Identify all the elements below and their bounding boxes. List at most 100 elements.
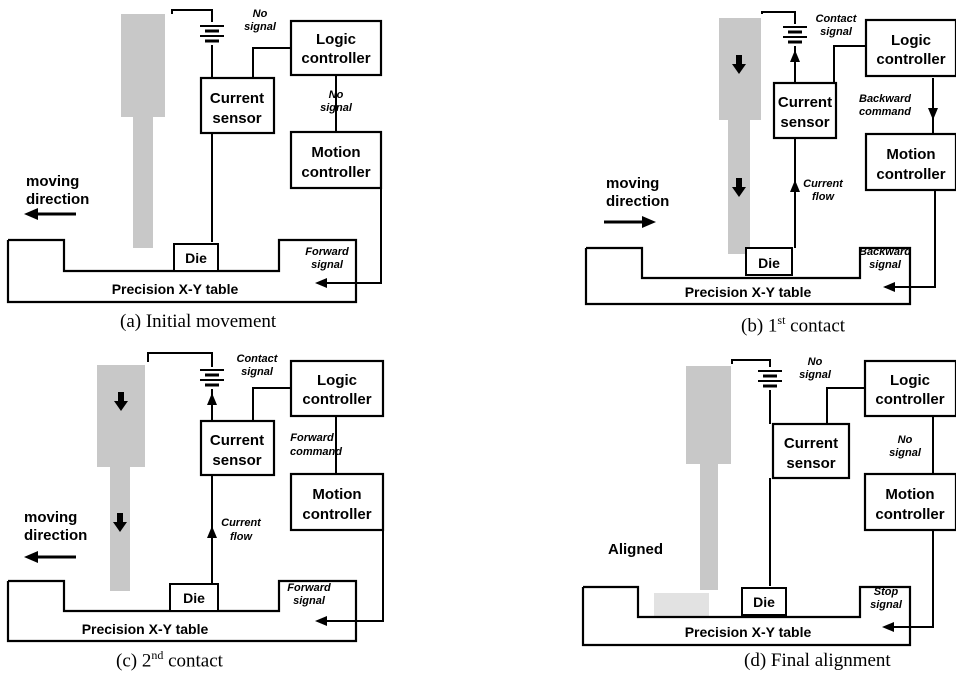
bottom-signal-line1: Forward	[287, 582, 331, 594]
sensor-label-line2: sensor	[212, 110, 261, 127]
bottom-signal-line2: signal	[311, 259, 344, 271]
motion-to-table	[327, 160, 382, 284]
sensor-to-logic	[252, 387, 291, 421]
probe-wire	[761, 11, 796, 24]
probe-head	[686, 366, 731, 464]
logic-controller-box	[864, 18, 956, 78]
logic-label-line1: Logic	[317, 372, 357, 389]
logic-label-line1: Logic	[890, 372, 930, 389]
mid-signal-line2: command	[859, 106, 911, 118]
motion-controller-box	[864, 132, 956, 192]
die-block	[173, 243, 219, 272]
caption: (c) 2nd contact	[116, 648, 223, 672]
mid-signal-line1: No	[898, 434, 913, 446]
xy-table-outline	[581, 585, 912, 647]
current-sensor-box	[199, 419, 276, 477]
panel-c: Current sensor Logic controller Motion c…	[0, 338, 478, 675]
die-label: Die	[758, 255, 780, 271]
top-signal-line2: signal	[820, 26, 853, 38]
probe-shaft	[133, 117, 153, 248]
die-block	[741, 587, 787, 616]
panel-d: Current sensor Logic controller Motion c…	[478, 338, 956, 675]
mid-signal-line2: signal	[889, 447, 922, 459]
sensor-label-line1: Current	[784, 435, 838, 452]
sensor-label-line1: Current	[210, 432, 264, 449]
table-label: Precision X-Y table	[685, 624, 812, 640]
caption-label: (d)	[744, 650, 767, 671]
top-signal-line1: Contact	[816, 13, 858, 25]
top-signal-line2: signal	[799, 369, 832, 381]
sensor-label-line2: sensor	[786, 455, 835, 472]
probe-head	[121, 14, 165, 117]
logic-label-line2: controller	[301, 50, 370, 67]
probe-arrow-lower	[113, 513, 127, 532]
logic-label-line1: Logic	[316, 31, 356, 48]
die-label: Die	[185, 250, 207, 266]
probe-wire	[171, 9, 213, 22]
current-arrowhead-battery	[790, 50, 800, 62]
logic-label-line2: controller	[875, 391, 944, 408]
moving-label-line2: direction	[24, 527, 87, 544]
panel-a: Current sensor Logic controller Motion c…	[0, 0, 478, 337]
moving-arrowhead	[642, 216, 656, 228]
current-arrowhead-sensor	[207, 526, 217, 538]
signal-arrowhead	[883, 282, 895, 292]
caption: (d) Final alignment	[744, 650, 891, 672]
motion-label-line2: controller	[301, 164, 370, 181]
caption-text: Final alignment	[770, 650, 891, 671]
current-arrowhead-battery	[207, 393, 217, 405]
caption-superscript: nd	[151, 648, 164, 662]
motion-label-line2: controller	[876, 166, 945, 183]
table-label: Precision X-Y table	[112, 281, 239, 297]
bottom-signal-line2: signal	[869, 259, 902, 271]
probe-arrow-lower	[732, 178, 746, 197]
caption-number: 2	[141, 650, 152, 672]
mid-signal-line2: signal	[320, 102, 353, 114]
die-label: Die	[183, 590, 205, 606]
current-sensor-box	[199, 76, 276, 135]
moving-label-line1: moving	[24, 509, 77, 526]
current-flow-line1: Current	[221, 517, 262, 529]
bottom-signal-line2: signal	[870, 599, 903, 611]
signal-arrowhead	[882, 622, 894, 632]
die-block	[169, 583, 219, 612]
panel-a-diagram: Current sensor Logic controller Motion c…	[6, 8, 383, 304]
bottom-signal-line1: Stop	[874, 586, 899, 598]
motion-controller-box	[863, 472, 956, 532]
caption-superscript: st	[777, 313, 786, 327]
signal-arrowhead	[315, 278, 327, 288]
die-block	[745, 247, 793, 276]
sensor-label-line2: sensor	[212, 452, 261, 469]
top-signal-line1: No	[253, 8, 268, 20]
panel-b: Current sensor Logic controller Motion c…	[478, 0, 956, 337]
current-flow-line2: flow	[230, 531, 253, 543]
panel-b-diagram: Current sensor Logic controller Motion c…	[584, 11, 956, 306]
mid-signal-line1: No	[329, 89, 344, 101]
caption-text: contact	[790, 315, 846, 337]
current-sensor-box	[771, 422, 851, 480]
sensor-to-logic	[826, 387, 865, 424]
motion-label-line1: Motion	[885, 486, 934, 503]
moving-label-line2: direction	[606, 193, 669, 210]
mid-signal-line1: Forward	[290, 432, 334, 444]
sensor-to-logic	[252, 47, 291, 78]
sensor-to-logic	[833, 45, 866, 83]
xy-table-outline	[6, 238, 358, 304]
top-signal-line2: signal	[241, 366, 274, 378]
caption-text: contact	[168, 650, 223, 672]
top-signal-line1: No	[808, 356, 823, 368]
moving-label-line2: direction	[26, 191, 89, 208]
bottom-signal-line1: Backward	[859, 246, 911, 258]
caption-number: 1	[767, 315, 778, 337]
aligned-label: Aligned	[608, 541, 663, 558]
sensor-label-line1: Current	[210, 90, 264, 107]
command-arrowhead	[928, 108, 938, 120]
caption: (b) 1st contact	[741, 313, 845, 337]
probe-arrow-upper	[732, 55, 746, 74]
probe-shaft	[700, 464, 718, 590]
bottom-signal-line2: signal	[293, 595, 326, 607]
motion-to-table	[886, 530, 934, 628]
motion-controller-box	[289, 472, 385, 532]
probe-wire	[147, 352, 213, 367]
current-sensor-box	[772, 81, 838, 140]
